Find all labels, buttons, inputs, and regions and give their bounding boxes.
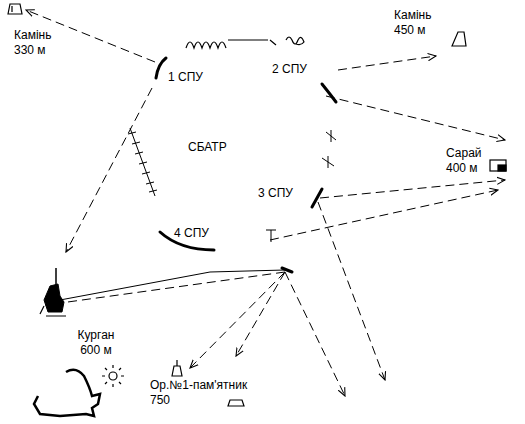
direction-line [326, 96, 505, 140]
stone-icon [452, 32, 466, 46]
post-figure [44, 284, 64, 312]
map-label: Камінь 450 м [394, 8, 442, 38]
gun-positions [156, 58, 336, 272]
map-label: Сарай 400 м [446, 146, 488, 176]
map-label: 4 СПУ [174, 226, 209, 241]
direction-line [270, 190, 498, 240]
bush-line [186, 40, 276, 48]
cross-marks [322, 130, 336, 168]
position-arc [322, 84, 336, 102]
landmark-icons [8, 4, 506, 406]
map-label: СБАТР [188, 140, 227, 155]
vegetation [186, 37, 304, 48]
kurgan-outline [34, 370, 100, 416]
mound-contour [34, 370, 100, 416]
map-label: Камінь 330 м [14, 28, 62, 58]
map-label: Курган 600 м [66, 328, 126, 358]
direction-line [190, 272, 285, 368]
trench [130, 128, 155, 196]
map-label: Ор.№1-пам'ятник 750 [150, 378, 250, 408]
direction-line [66, 88, 152, 252]
stone-icon [8, 4, 22, 14]
sun-mark [109, 372, 117, 380]
fire-direction-lines [26, 10, 505, 396]
direction-line [320, 180, 505, 198]
sun-mark [102, 365, 124, 387]
direction-line [285, 272, 345, 396]
barn-icon [498, 165, 506, 171]
post-mast [55, 268, 57, 286]
trench-hatch [128, 132, 157, 192]
sight-line [60, 270, 285, 300]
map-label: 2 СПУ [272, 62, 307, 77]
direction-line [46, 272, 285, 305]
position-arc [156, 58, 166, 78]
observation-post [282, 268, 292, 272]
barn-icon [490, 160, 506, 171]
observation-figure [40, 268, 66, 316]
direction-line [318, 202, 385, 380]
monument-icon [172, 360, 182, 376]
map-label: 1 СПУ [168, 70, 203, 85]
post-base [40, 306, 66, 316]
t-mark [266, 230, 276, 242]
bush [286, 37, 304, 45]
position-arc [312, 189, 322, 207]
direction-line [338, 56, 436, 70]
trenches [128, 128, 336, 242]
flat-icon [228, 400, 244, 406]
map-label: 3 СПУ [258, 186, 293, 201]
